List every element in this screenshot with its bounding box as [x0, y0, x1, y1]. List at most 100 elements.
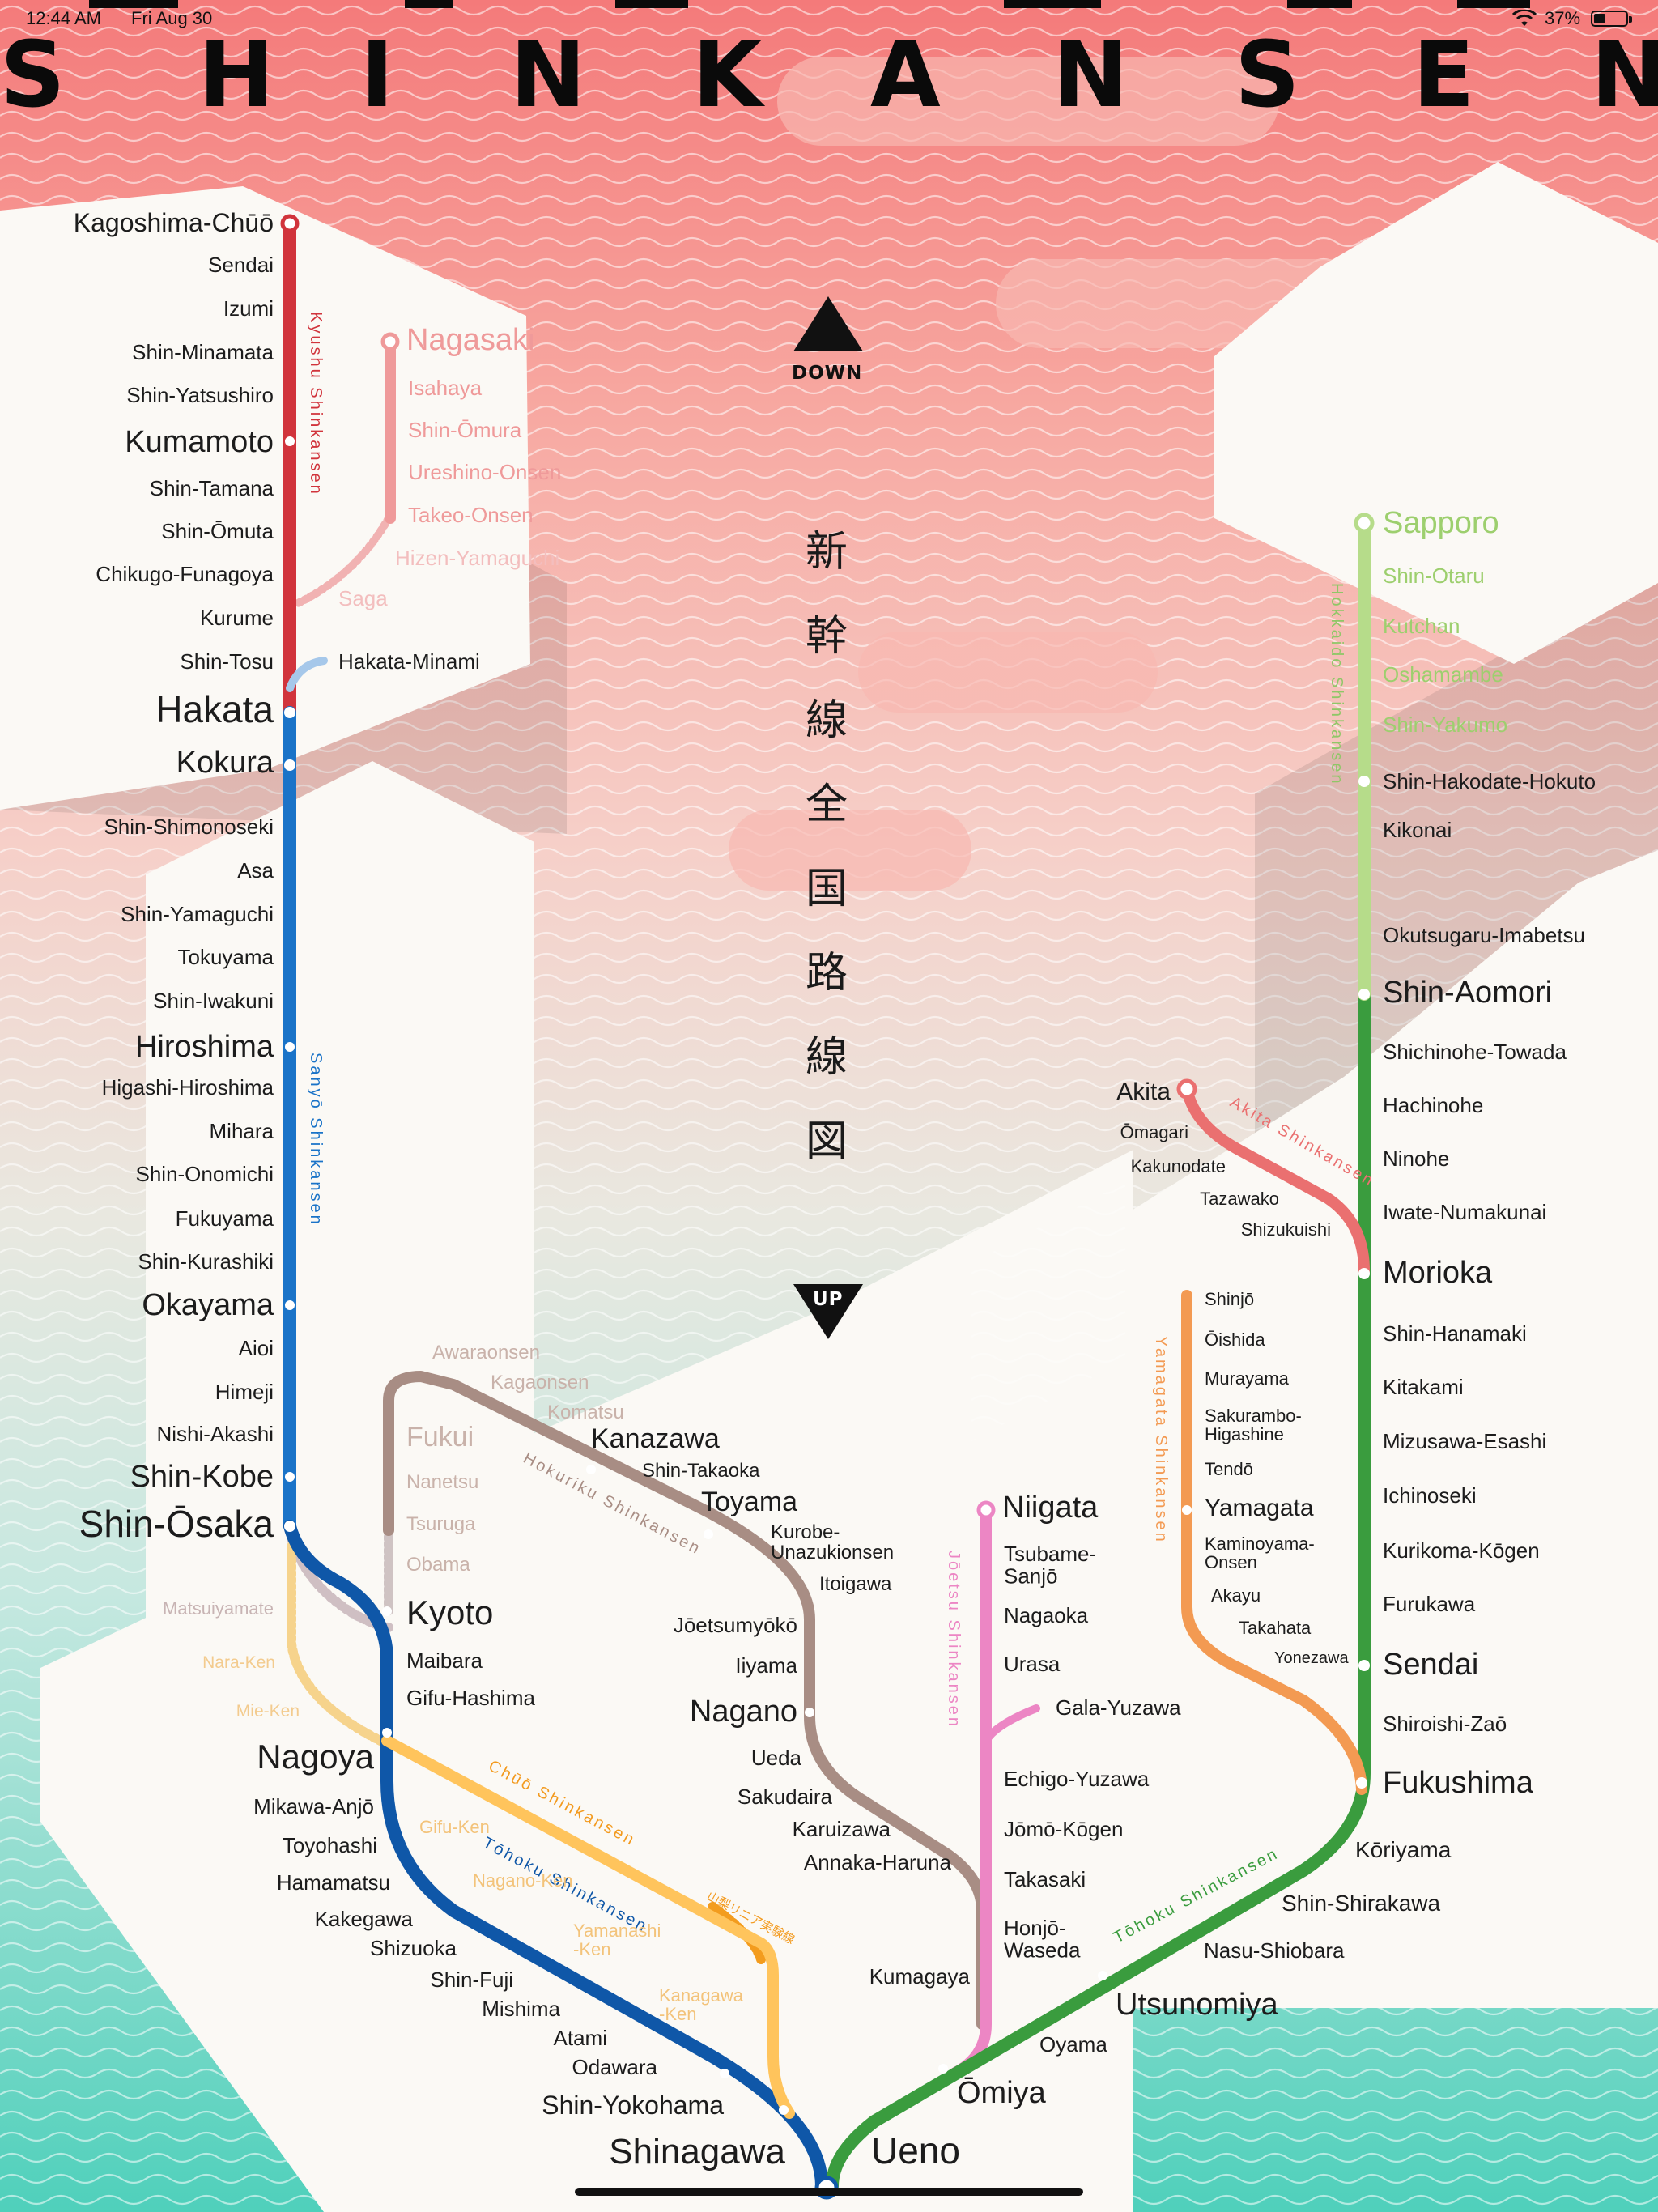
home-indicator[interactable] [575, 2188, 1083, 2196]
station-gifu-hashima: Gifu-Hashima [406, 1686, 535, 1710]
station-oshamambe: Oshamambe [1383, 662, 1503, 687]
akita-line [1181, 1083, 1370, 1277]
station-toyama: Toyama [701, 1487, 797, 1517]
station-shin-kurashiki: Shin-Kurashiki [138, 1249, 274, 1274]
station-urasa: Urasa [1004, 1652, 1061, 1676]
jp-char: 線 [805, 1033, 848, 1082]
station-kurikoma-kogen: Kurikoma-Kōgen [1383, 1538, 1540, 1563]
station-mizusawa-esashi: Mizusawa-Esashi [1383, 1429, 1546, 1453]
station-akita: Akita [1116, 1078, 1171, 1105]
station-higashi-hiroshima: Higashi-Hiroshima [102, 1075, 274, 1100]
station-shin-yokohama: Shin-Yokohama [542, 2091, 724, 2120]
station-kikonai: Kikonai [1383, 818, 1452, 842]
station-hamamatsu: Hamamatsu [277, 1870, 390, 1895]
station-sakurambo: Sakurambo-Higashine [1205, 1406, 1302, 1444]
up-arrow-icon[interactable] [790, 1283, 866, 1342]
station-tokuyama: Tokuyama [178, 945, 274, 969]
station-itoigawa: Itoigawa [819, 1573, 892, 1595]
battery-percent: 37% [1545, 8, 1581, 28]
station-yamanashi-ken: Yamanashi-Ken [573, 1921, 661, 1959]
title-letter: N [1052, 23, 1129, 128]
station-tsuruga: Tsuruga [406, 1513, 476, 1535]
station-kagoshima-chuo: Kagoshima-Chūō [74, 208, 274, 237]
down-label[interactable]: DOWN [792, 363, 863, 384]
title-letter: E [1413, 23, 1475, 128]
station-gifu-ken: Gifu-Ken [419, 1817, 490, 1837]
station-asa: Asa [237, 858, 274, 883]
hokkaido-line-label: Hokkaido Shinkansen [1328, 583, 1346, 785]
station-maibara: Maibara [406, 1648, 483, 1673]
station-sakudaira: Sakudaira [738, 1784, 833, 1809]
station-kutchan: Kutchan [1383, 614, 1460, 638]
status-date: Fri Aug 30 [131, 8, 213, 28]
down-arrow-icon[interactable] [790, 293, 866, 355]
title-letter: A [870, 23, 941, 128]
joetsu-line-label: Jōetsu Shinkansen [945, 1551, 963, 1729]
station-shin-tosu: Shin-Tosu [180, 649, 274, 674]
station-mishima: Mishima [482, 1997, 560, 2021]
station-okayama: Okayama [142, 1288, 274, 1322]
jp-char: 国 [805, 865, 848, 913]
status-time: 12:44 AM [26, 8, 101, 28]
station-kaminoyama: Kaminoyama-Onsen [1205, 1534, 1315, 1572]
station-toyohashi: Toyohashi [283, 1833, 377, 1857]
station-oishida: Ōishida [1205, 1329, 1265, 1350]
station-shin-yamaguchi: Shin-Yamaguchi [121, 902, 274, 926]
station-mikawa-anjo: Mikawa-Anjō [253, 1794, 374, 1819]
station-hakata-minami: Hakata-Minami [338, 649, 480, 674]
station-morioka: Morioka [1383, 1256, 1493, 1290]
station-nara-ken: Nara-Ken [202, 1653, 275, 1672]
jp-char: 新 [805, 528, 848, 576]
station-utsunomiya: Utsunomiya [1116, 1988, 1278, 2022]
station-shin-yakumo: Shin-Yakumo [1383, 713, 1507, 737]
station-aioi: Aioi [239, 1336, 274, 1360]
station-shin-omura: Shin-Ōmura [408, 418, 522, 442]
title-top-strokes [0, 0, 1658, 8]
yamagata-line [1181, 1290, 1367, 1795]
chuo-line [381, 1735, 795, 2119]
jp-char: 線 [805, 696, 848, 745]
title-letter: S [1235, 23, 1300, 128]
kyushu-line-label: Kyushu Shinkansen [307, 312, 325, 496]
station-shin-hanamaki: Shin-Hanamaki [1383, 1321, 1527, 1346]
station-kanazawa: Kanazawa [591, 1423, 720, 1454]
station-jomo-kogen: Jōmō-Kōgen [1004, 1817, 1123, 1841]
station-isahaya: Isahaya [408, 376, 483, 400]
station-komatsu: Komatsu [547, 1402, 624, 1423]
station-yonezawa: Yonezawa [1274, 1649, 1349, 1667]
station-kanagawa-ken: Kanagawa-Ken [659, 1985, 744, 2024]
title-letter: I [360, 23, 394, 128]
station-shin-takaoka: Shin-Takaoka [642, 1460, 760, 1482]
station-izumi: Izumi [223, 296, 274, 321]
station-shin-fuji: Shin-Fuji [430, 1967, 513, 1992]
wifi-icon [1512, 10, 1537, 26]
station-nanetsu: Nanetsu [406, 1471, 478, 1493]
jp-char: 幹 [805, 612, 848, 661]
station-shin-kobe: Shin-Kobe [130, 1460, 274, 1494]
shinkansen-title: S H I N K A N S E N [0, 23, 1658, 128]
title-letter: S [0, 23, 66, 128]
station-murayama: Murayama [1205, 1368, 1290, 1389]
jp-char: 図 [805, 1117, 848, 1166]
up-label[interactable]: UP [813, 1289, 844, 1310]
station-odawara: Odawara [572, 2055, 658, 2079]
station-ichinoseki: Ichinoseki [1383, 1483, 1477, 1508]
station-shinjo: Shinjō [1205, 1289, 1254, 1309]
station-annaka-haruna: Annaka-Haruna [804, 1850, 952, 1874]
station-shizukuishi: Shizukuishi [1241, 1219, 1331, 1240]
station-kakunodate: Kakunodate [1131, 1156, 1226, 1176]
japanese-title: 新 幹 線 全 国 路 線 図 [801, 510, 852, 1184]
station-hakata: Hakata [155, 688, 274, 730]
station-nagano-ken: Nagano-Ken [473, 1870, 573, 1891]
station-sapporo: Sapporo [1383, 506, 1499, 540]
station-echigo-yuzawa: Echigo-Yuzawa [1004, 1767, 1150, 1791]
station-mihara: Mihara [210, 1119, 274, 1143]
station-ninohe: Ninohe [1383, 1146, 1449, 1171]
station-takeo-onsen: Takeo-Onsen [408, 503, 534, 527]
station-ueno: Ueno [871, 2129, 960, 2172]
sanyo-line-label: Sanyō Shinkansen [307, 1053, 325, 1227]
status-bar: 12:44 AM Fri Aug 30 37% [0, 0, 1658, 39]
station-kurobe-1: Kurobe-Unazukionsen [771, 1521, 894, 1563]
station-fukui: Fukui [406, 1422, 474, 1453]
station-furukawa: Furukawa [1383, 1592, 1476, 1616]
